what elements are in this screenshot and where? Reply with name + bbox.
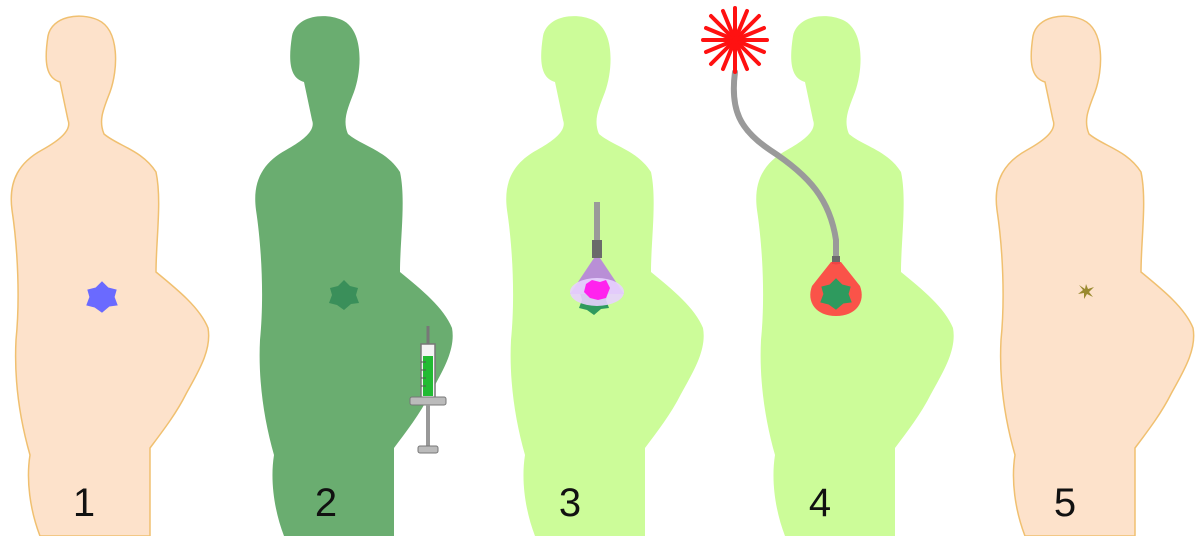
step-2-figure: 2 bbox=[255, 16, 452, 536]
body-silhouette bbox=[255, 16, 452, 536]
step-3-figure: 3 bbox=[506, 16, 703, 536]
step-5-figure: 5 bbox=[996, 16, 1193, 536]
step-number: 1 bbox=[73, 481, 95, 525]
step-number: 5 bbox=[1054, 481, 1076, 525]
step-number: 3 bbox=[559, 481, 581, 525]
step-number: 4 bbox=[809, 481, 831, 525]
body-silhouette bbox=[756, 16, 953, 536]
step-4-figure: 4 bbox=[703, 8, 954, 536]
step-number: 2 bbox=[315, 481, 337, 525]
step-1-figure: 1 bbox=[11, 16, 208, 536]
body-silhouette bbox=[996, 16, 1193, 536]
body-silhouette bbox=[11, 16, 208, 536]
laser-burst-icon bbox=[703, 8, 767, 72]
